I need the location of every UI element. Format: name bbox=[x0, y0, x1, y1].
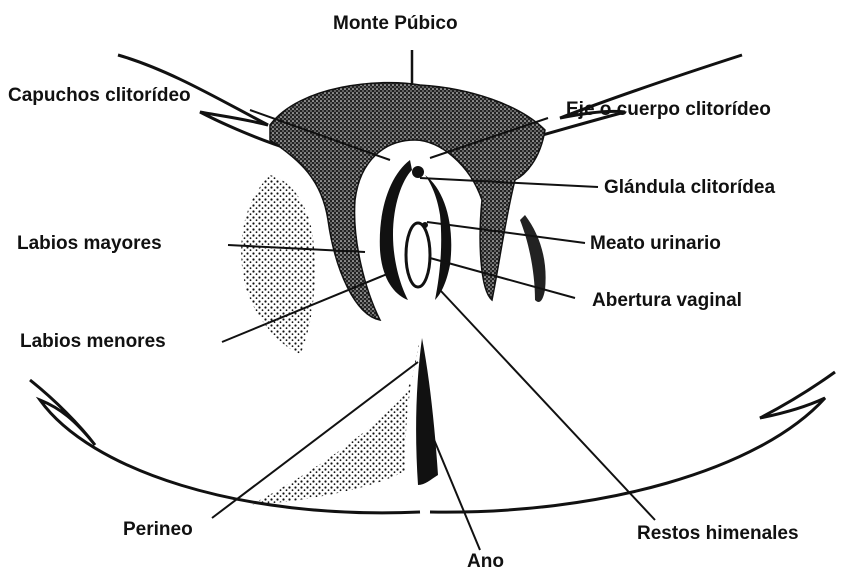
label-abertura-vaginal: Abertura vaginal bbox=[592, 291, 742, 310]
label-labios-mayores: Labios mayores bbox=[17, 234, 162, 253]
perineum-shape bbox=[250, 340, 420, 505]
leader-restos bbox=[440, 290, 655, 520]
label-ano: Ano bbox=[467, 552, 504, 571]
leader-abertura bbox=[430, 258, 575, 298]
clitoral-gland-dot bbox=[412, 166, 424, 178]
inner-labia-outline bbox=[380, 160, 412, 300]
vaginal-opening bbox=[406, 223, 430, 287]
label-glandula-clitoridea: Glándula clitorídea bbox=[604, 178, 775, 197]
label-monte-pubico: Monte Púbico bbox=[333, 14, 458, 33]
leader-ano bbox=[430, 430, 480, 550]
left-labia-majora-shape bbox=[241, 175, 315, 355]
label-restos-himenales: Restos himenales bbox=[637, 524, 799, 543]
label-perineo: Perineo bbox=[123, 520, 193, 539]
label-meato-urinario: Meato urinario bbox=[590, 234, 721, 253]
right-upper-outline bbox=[525, 55, 742, 140]
label-labios-menores: Labios menores bbox=[20, 332, 166, 351]
label-eje-cuerpo-clitorideo: Eje o cuerpo clitorídeo bbox=[566, 100, 771, 119]
lower-right-curve bbox=[430, 372, 835, 512]
label-capuchos-clitorideo: Capuchos clitorídeo bbox=[8, 86, 191, 105]
anus-shape bbox=[416, 338, 438, 485]
